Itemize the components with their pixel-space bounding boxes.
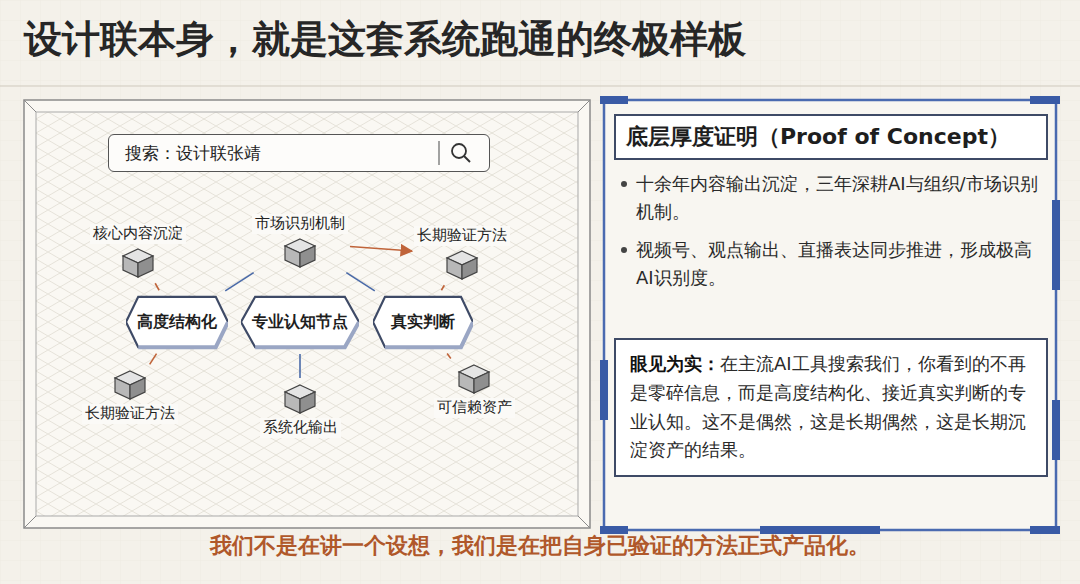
panel-inner-frame	[36, 112, 578, 516]
page-caption: 我们不是在讲一个设想，我们是在把自身已验证的方法正式产品化。	[0, 531, 1080, 561]
connector	[155, 283, 159, 290]
quote-box: 眼见为实：在主流AI工具搜索我们，你看到的不再是零碎信息，而是高度结构化、接近真…	[614, 338, 1048, 477]
cube-icon	[113, 369, 147, 401]
left-panel	[24, 100, 590, 528]
connector	[225, 273, 253, 291]
node-label: 搜索：设计联张靖	[125, 142, 261, 165]
node-label: 系统化输出	[260, 418, 341, 438]
node-label: 核心内容沉淀	[90, 224, 186, 244]
panel-frame	[24, 100, 590, 528]
cube-icon	[283, 237, 317, 269]
title-rule	[0, 86, 1080, 87]
node-label: 真实判断	[391, 312, 455, 333]
connector	[447, 354, 451, 359]
cube-node: 市场识别机制	[252, 214, 348, 272]
node-label: 专业认知节点	[252, 312, 348, 333]
node-label: 长期验证方法	[82, 404, 178, 424]
frame-block	[600, 96, 628, 104]
lead-in: 眼见为实：	[630, 353, 720, 374]
bullet-dot	[621, 181, 627, 187]
cube-node: 系统化输出	[260, 380, 341, 438]
bullet-dot	[621, 247, 627, 253]
frame-block	[760, 526, 880, 534]
cube-node: 长期验证方法	[414, 226, 510, 284]
cube-node: 核心内容沉淀	[90, 224, 186, 282]
cube-icon	[121, 247, 155, 279]
frame-block	[1052, 200, 1060, 290]
frame-block	[1052, 400, 1060, 460]
page-title: 设计联本身，就是这套系统跑通的终极样板	[24, 14, 746, 65]
frame-block	[1030, 526, 1060, 534]
connector	[346, 273, 374, 291]
right-panel-frame	[600, 96, 1060, 534]
connector	[299, 354, 301, 378]
panel-heading: 底层厚度证明（Proof of Concept）	[614, 114, 1048, 160]
connector	[150, 354, 157, 365]
search-bar: 搜索：设计联张靖	[108, 134, 490, 172]
bullet-text: 视频号、观点输出、直播表达同步推进，形成极高AI识别度。	[614, 236, 1048, 292]
frame-block	[600, 360, 608, 420]
frame-corners	[24, 100, 590, 528]
node-label: 高度结构化	[137, 312, 217, 333]
node-label: 可信赖资产	[434, 398, 515, 418]
cube-icon	[445, 249, 479, 281]
node-label: 长期验证方法	[414, 226, 510, 246]
hex-node: 真实判断	[373, 292, 473, 352]
proof-panel: 底层厚度证明（Proof of Concept） 十余年内容输出沉淀，三年深耕AI…	[614, 114, 1048, 292]
hex-node: 专业认知节点	[241, 292, 359, 352]
cube-node: 长期验证方法	[82, 366, 178, 424]
search-icon	[435, 136, 485, 170]
connector	[350, 246, 412, 251]
frame-block	[1030, 96, 1060, 104]
connector	[441, 285, 444, 290]
frame-block	[600, 526, 628, 534]
bullet-text: 十余年内容输出沉淀，三年深耕AI与组织/市场识别机制。	[614, 170, 1048, 226]
panel-frame	[604, 100, 1056, 530]
hex-node: 高度结构化	[126, 292, 228, 352]
node-label: 市场识别机制	[252, 214, 348, 234]
cube-icon	[283, 383, 317, 415]
cube-icon	[457, 363, 491, 395]
cube-node: 可信赖资产	[434, 360, 515, 418]
